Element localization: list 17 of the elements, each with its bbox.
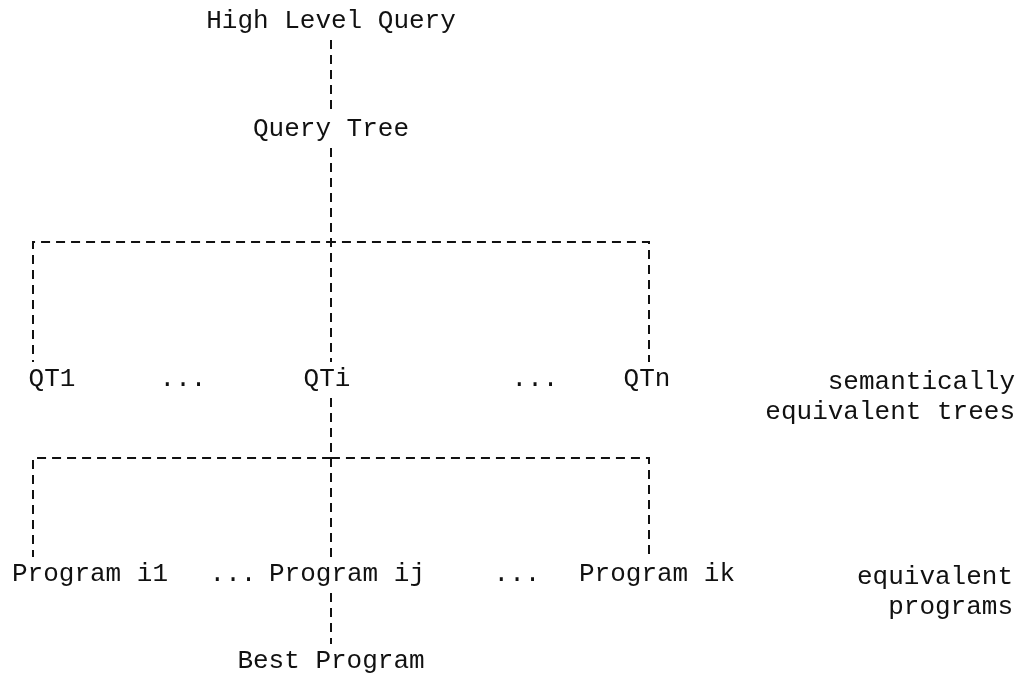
node-text: High Level Query xyxy=(206,6,456,38)
connector-line xyxy=(330,146,650,364)
ellipsis-text: ... xyxy=(159,365,207,395)
annotation-text: equivalent programs xyxy=(855,563,1013,623)
node-text: Query Tree xyxy=(253,114,409,146)
node-text: Best Program xyxy=(237,646,425,678)
ellipsis-text: ... xyxy=(511,365,559,395)
node-text: QTi xyxy=(303,364,351,396)
node-text: QT1 xyxy=(28,364,76,396)
ellipsis-text: ... xyxy=(209,560,257,590)
annotation-text: semantically equivalent trees xyxy=(764,368,1015,428)
connector-line xyxy=(330,591,332,646)
node-text: Program ik xyxy=(579,559,735,591)
node-text: QTn xyxy=(623,364,671,396)
node-text: Program ij xyxy=(269,559,425,591)
node-text: Program i1 xyxy=(12,559,168,591)
ellipsis-text: ... xyxy=(493,560,541,590)
